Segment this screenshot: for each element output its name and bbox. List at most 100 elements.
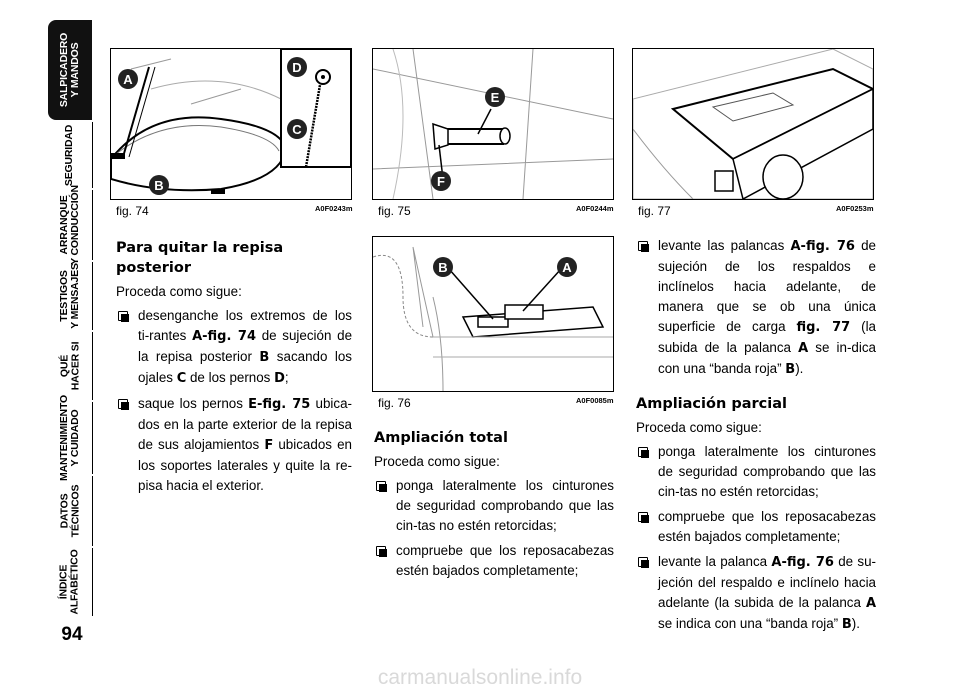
pins-illustration: E F [373,49,613,199]
reference-label: F [264,438,274,453]
instruction-item: saque los pernos E-fig. 75 ubica-dos en … [116,394,352,496]
figure-74: A B C D [110,48,352,200]
instruction-text: desenganche los extremos de los ti-rante… [138,308,352,343]
callout-label: B [154,178,163,193]
fig-75-code: A0F0244m [576,204,614,213]
section-tab-label: DATOS TÉCNICOS [58,484,81,538]
reference-label: A [798,341,809,356]
figure-76: B A [372,236,614,392]
fig-77-code: A0F0253m [836,204,874,213]
fig-76-code: A0F0085m [576,396,614,405]
instruction-text: compruebe que los reposacabezas estén ba… [396,543,614,578]
reference-label: C [176,371,187,386]
section-tab-label: SALPICADERO Y MANDOS [58,32,82,108]
instruction-item: compruebe que los reposacabezas estén ba… [374,541,614,581]
section-tab-1[interactable]: SALPICADERO Y MANDOS [48,20,92,120]
fig-76-label: fig. 76 [378,396,411,410]
section-intro: Proceda como sigue: [116,284,242,299]
instruction-item: ponga lateralmente los cinturones de seg… [636,442,876,502]
fig-74-code: A0F0243m [315,204,353,213]
instruction-item: ponga lateralmente los cinturones de seg… [374,476,614,536]
checkbox-bullet-icon [638,447,649,458]
callout-label: C [292,122,302,137]
callout-label: A [562,260,572,275]
reference-label: A-fig. 74 [192,329,257,344]
column-2: Ampliación total Proceda como sigue: pon… [374,428,614,586]
section-tab-4[interactable]: TESTIGOS Y MENSAJES [48,262,93,330]
watermark: carmanualsonline.info [377,666,583,689]
callout-label: D [292,60,301,75]
section-tab-7[interactable]: DATOS TÉCNICOS [48,476,93,546]
instruction-text: compruebe que los reposacabezas estén ba… [658,509,876,544]
section-intro: Proceda como sigue: [636,420,762,435]
seatback-lever-illustration: B A [373,246,613,391]
section-tab-2[interactable]: SEGURIDAD [48,122,93,188]
figure-77 [632,48,874,200]
figure-75: E F [372,48,614,200]
section-tab-label: QUÉ HACER SI [58,341,82,391]
instruction-list: desenganche los extremos de los ti-rante… [116,306,352,496]
fig-77-label: fig. 77 [638,204,671,218]
checkbox-bullet-icon [118,311,129,322]
instruction-text: ; [284,370,289,385]
reference-label: A [865,596,876,611]
callout-f: F [431,171,451,191]
checkbox-bullet-icon [638,557,649,568]
section-heading: Ampliación parcial [636,396,787,412]
column-3: levante las palancas A-fig. 76 de sujeci… [636,236,876,640]
callout-label: B [438,260,447,275]
checkbox-bullet-icon [376,481,387,492]
reference-label: E-fig. 75 [248,397,311,412]
section-tab-label: TESTIGOS Y MENSAJES [58,263,81,329]
callout-a: A [557,257,577,277]
instruction-text: de su-jeción del respaldo e inclínelo ha… [658,554,877,610]
instruction-text: ). [851,616,860,631]
callout-label: A [123,72,133,87]
instruction-text: de los pernos [186,370,275,385]
instruction-text: de sujeción de la repisa posterior [138,328,353,364]
section-heading: Ampliación total [374,430,508,446]
section-tab-5[interactable]: QUÉ HACER SI [48,332,93,400]
instruction-item: compruebe que los reposacabezas estén ba… [636,507,876,547]
callout-a: A [118,69,138,89]
instruction-item: desenganche los extremos de los ti-rante… [116,306,352,389]
reference-label: B [841,617,852,632]
checkbox-bullet-icon [638,512,649,523]
column-1: Para quitar la repisa posterior Proceda … [116,238,352,501]
instruction-text: ). [795,361,804,376]
instruction-text: (la subida de la palanca [658,319,876,355]
callout-label: F [437,174,445,189]
load-surface-illustration [633,49,873,199]
section-tab-8[interactable]: ÍNDICE ALFABÉTICO [48,548,93,616]
page-number: 94 [61,624,83,645]
section-tab-label: SEGURIDAD [63,124,76,186]
instruction-text: saque los pernos [138,396,249,411]
callout-c: C [287,119,307,139]
instruction-text: de sujeción de los respaldos e inclínelo… [658,238,877,334]
instruction-text: sacando los ojales [138,349,353,385]
section-tab-label: MANTENIMIENTO Y CUIDADO [58,395,81,481]
callout-b: B [149,175,169,195]
callout-e: E [485,87,505,107]
instruction-text: ponga lateralmente los cinturones de seg… [658,444,876,499]
instruction-text: levante la palanca [658,554,772,569]
reference-label: D [274,371,285,386]
checkbox-bullet-icon [376,546,387,557]
section-tab-6[interactable]: MANTENIMIENTO Y CUIDADO [48,395,93,481]
instruction-list: ponga lateralmente los cinturones de seg… [636,442,876,635]
fig-74-label: fig. 74 [116,204,149,218]
section-tab-3[interactable]: ARRANQUE Y CONDUCCIÓN [48,185,93,265]
callout-d: D [287,57,307,77]
instruction-text: se in-dica con una “banda roja” [658,340,876,376]
instruction-text: ponga lateralmente los cinturones de seg… [396,478,614,533]
callout-b: B [433,257,453,277]
checkbox-bullet-icon [638,241,649,252]
section-heading: Para quitar la repisa posterior [116,240,284,276]
reference-label: A-fig. 76 [790,239,855,254]
section-tab-label: ARRANQUE Y CONDUCCIÓN [58,185,82,265]
instruction-text: levante las palancas [658,238,791,253]
instruction-list: ponga lateralmente los cinturones de seg… [374,476,614,581]
instruction-list: levante las palancas A-fig. 76 de sujeci… [636,236,876,380]
reference-label: A-fig. 76 [771,555,834,570]
instruction-text: ubicados en los soportes laterales y qui… [138,437,352,493]
